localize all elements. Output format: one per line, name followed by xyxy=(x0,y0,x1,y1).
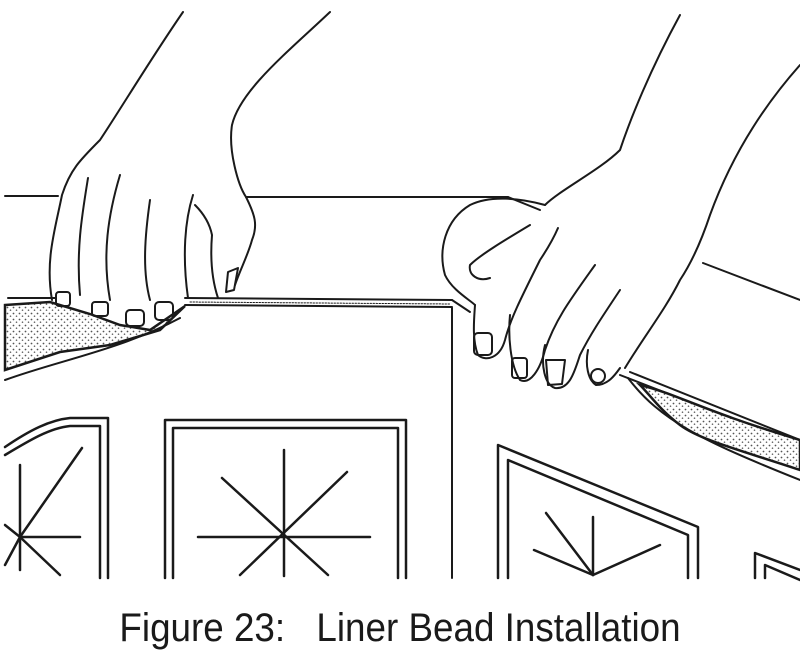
left-hand xyxy=(48,11,331,327)
liner-bead-right xyxy=(619,374,800,481)
panel-emboss-far-right xyxy=(753,551,800,582)
right-hand xyxy=(441,14,800,390)
panel-emboss-left xyxy=(3,416,110,580)
figure-number: Figure 23: xyxy=(119,606,286,650)
liner-bead-illustration xyxy=(3,11,800,582)
panel-emboss-right xyxy=(496,443,700,580)
bead-receiver-track xyxy=(7,297,800,441)
figure-caption: Figure 23: Liner Bead Installation xyxy=(32,598,768,658)
liner-bead-left xyxy=(3,300,186,381)
pool-wall-top-edge xyxy=(4,195,800,301)
figure-title: Liner Bead Installation xyxy=(316,606,681,650)
panel-emboss-center xyxy=(163,418,408,580)
